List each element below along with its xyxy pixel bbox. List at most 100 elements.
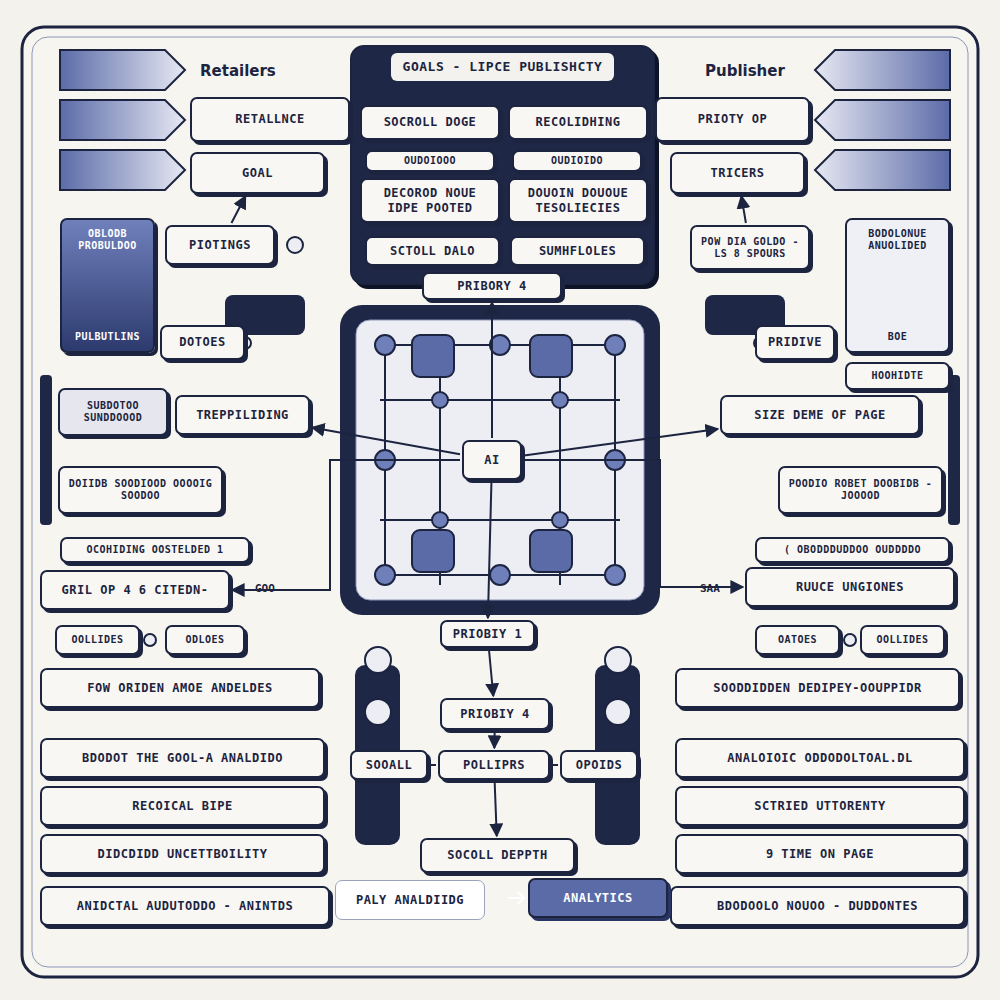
node-text: PIOTINGS: [189, 238, 251, 252]
connector: [489, 650, 493, 696]
process-box: SOODDIDDEN DEDIPEY-OOUPPIDR: [675, 668, 960, 708]
node-text: BODOLONUE ANUOLIDED: [851, 228, 944, 252]
process-box: OOLLIDES: [860, 625, 945, 655]
process-box: RECOICAL BIPE: [40, 786, 325, 826]
node-text: DOUOIN DOUOUE TESOLIECIES: [518, 186, 638, 215]
label-text: SAA: [700, 582, 720, 595]
node-text: DOTOES: [179, 335, 225, 349]
connector: [430, 764, 436, 766]
process-box: DIDCDIDD UNCETTBOILITY: [40, 834, 325, 874]
connector: [488, 482, 492, 618]
node-text: RUUCE UNGIONES: [796, 580, 904, 594]
process-box: AI: [462, 440, 522, 480]
node-text: POLLIPRS: [463, 758, 525, 772]
connector: [524, 460, 743, 587]
connector: [524, 429, 718, 456]
right-tabs: [815, 50, 950, 190]
process-box: POODIO ROBET DOOBIDB -JOOOOD: [778, 466, 943, 514]
node-text: ( OBODDDUDDOO OUDDDDO: [784, 544, 921, 556]
connector: [741, 196, 746, 223]
process-box: SCTOLL DALO: [365, 236, 500, 266]
node-text: BDODOT THE GOOL-A ANALDIDO: [82, 751, 283, 765]
arrow-symbol: [508, 892, 524, 904]
node-text: PRIOBIY 1: [453, 627, 523, 641]
node-text: PRIDIVE: [768, 335, 822, 349]
node-text: ODLOES: [185, 634, 224, 646]
process-box: SUMHFLOLES: [510, 236, 645, 266]
node-text: OUDIOIDO: [551, 155, 603, 167]
node-text: PRIBORY 4: [457, 279, 527, 293]
label-text: Publisher: [705, 62, 785, 80]
connector: [231, 196, 245, 223]
process-box: OCOHIDING OOSTELDED 1: [60, 537, 250, 563]
process-box: ANIDCTAL AUDUTODDO - ANINTDS: [40, 886, 330, 926]
group-panel: GOALS - LIPCE PUBLISHCTYSOCROLL DOGERECO…: [350, 45, 655, 285]
process-box: SIZE DEME OF PAGE: [720, 395, 920, 435]
process-box: TREPPILIDING: [175, 395, 310, 435]
node-text: ANIDCTAL AUDUTODDO - ANINTDS: [77, 899, 293, 913]
lower-columns: [355, 647, 640, 845]
node-text: OCOHIDING OOSTELDED 1: [87, 544, 224, 556]
process-box: TRICERS: [670, 152, 805, 194]
node-text: SOODDIDDEN DEDIPEY-OOUPPIDR: [713, 681, 922, 695]
connector: [491, 302, 493, 438]
process-box: SCTRIED UTTORENTY: [675, 786, 965, 826]
node-text: OOLLIDES: [71, 634, 123, 646]
node-text: DIDCDIDD UNCETTBOILITY: [98, 847, 268, 861]
node-text: RECOICAL BIPE: [132, 799, 232, 813]
node-text: OBLODB PROBULDOO: [66, 228, 149, 252]
node-text: BDODOOLO NOUOO - DUDDONTES: [717, 899, 918, 913]
node-text: SUBDOTOO SUNDDOOOD: [66, 400, 160, 424]
process-box: ( OBODDDUDDOO OUDDDDO: [755, 537, 950, 563]
process-box: PRIOBIY 4: [440, 698, 550, 730]
connector: [312, 428, 460, 455]
process-box: OPOIDS: [560, 750, 638, 780]
process-box: RUUCE UNGIONES: [745, 567, 955, 607]
node-text: SOCOLL DEPPTH: [447, 848, 547, 862]
node-text: SOOALL: [366, 758, 412, 772]
node-text: TREPPILIDING: [196, 408, 289, 422]
process-box: DOUOIN DOUOUE TESOLIECIES: [508, 178, 648, 223]
node-text: SCTRIED UTTORENTY: [754, 799, 885, 813]
connector: [232, 460, 460, 590]
process-box: DECOROD NOUE IDPE POOTED: [360, 178, 500, 223]
outer-frame: [22, 27, 978, 977]
node-text: SUMHFLOLES: [539, 244, 616, 258]
process-box: ANALYTICS: [528, 878, 668, 918]
node-text: DECOROD NOUE IDPE POOTED: [370, 186, 490, 215]
node-text: TRICERS: [710, 166, 764, 180]
node-text: PRIOBIY 4: [460, 707, 530, 721]
node-text: POODIO ROBET DOOBIDB -JOOOOD: [786, 478, 935, 502]
connector: [495, 782, 497, 836]
process-box: PALY ANALDIIDG: [335, 880, 485, 920]
connector: [552, 764, 558, 766]
process-box: OATOES: [755, 625, 840, 655]
node-text: ANALYTICS: [563, 891, 633, 905]
node-text: GOALS - LIPCE PUBLISHCTY: [391, 53, 615, 81]
node-text: OOLLIDES: [876, 634, 928, 646]
process-box: PRIDIVE: [755, 325, 835, 360]
info-card: OBLODB PROBULDOOPULBUTLINS: [60, 218, 155, 353]
node-text: POW DIA GOLDO -LS 8 SPOURS: [698, 236, 802, 260]
node-text: OATOES: [778, 634, 817, 646]
inner-frame: [32, 37, 968, 967]
process-box: ODLOES: [165, 625, 245, 655]
process-box: OUDOIOOO: [365, 150, 495, 172]
process-box: SOCROLL DOGE: [360, 105, 500, 140]
process-box: HOOHIDTE: [845, 362, 950, 390]
left-tabs: [60, 50, 185, 190]
process-box: FOW ORIDEN AMOE ANDELDES: [40, 668, 320, 708]
process-box: SOOALL: [350, 750, 428, 780]
node-text: 9 TIME ON PAGE: [766, 847, 874, 861]
node-text: ANALOIOIC ODDODOLTOAL.DL: [727, 751, 912, 765]
process-box: ANALOIOIC ODDODOLTOAL.DL: [675, 738, 965, 778]
node-text: OPOIDS: [576, 758, 622, 772]
label-text: Retailers: [200, 62, 276, 80]
process-box: SUBDOTOO SUNDDOOOD: [58, 388, 168, 436]
node-text: GOAL: [242, 166, 273, 180]
process-box: BDODOOLO NOUOO - DUDDONTES: [670, 886, 965, 926]
node-text: DOIIDB SOODIOOD OOOOIG SOODOO: [66, 478, 215, 502]
node-text: PALY ANALDIIDG: [356, 893, 464, 907]
node-text: SCTOLL DALO: [390, 244, 475, 258]
node-text: PRIOTY OP: [698, 112, 768, 126]
